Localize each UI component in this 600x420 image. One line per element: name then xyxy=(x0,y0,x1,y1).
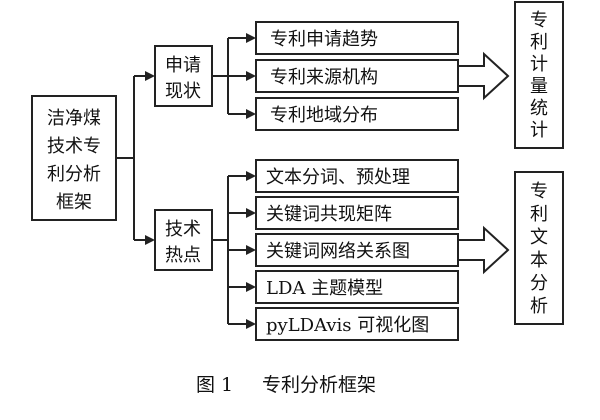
item-keyword-cooccurrence-matrix: 关键词共现矩阵 xyxy=(266,204,392,225)
root-line-3: 利分析 xyxy=(47,164,101,185)
branch-1-connectors xyxy=(212,33,256,119)
item-pyldavis-visualization: pyLDAvis 可视化图 xyxy=(266,315,429,336)
item-patent-application-trend: 专利申请趋势 xyxy=(270,29,378,50)
branch-2-connectors xyxy=(212,171,256,329)
output-1-char-5: 统 xyxy=(530,98,548,119)
output-1-char-6: 计 xyxy=(530,120,548,141)
output-2-char-5: 分 xyxy=(530,273,548,294)
arrow-to-patent-text-analysis xyxy=(457,225,510,275)
item-patent-source-institutions: 专利来源机构 xyxy=(270,67,378,88)
branch-1-line-1: 申请 xyxy=(165,55,201,76)
output-2-char-1: 专 xyxy=(530,181,548,202)
output-1-char-4: 量 xyxy=(530,76,548,97)
root-line-1: 洁净煤 xyxy=(47,108,101,129)
root-line-2: 技术专 xyxy=(47,136,101,157)
figure-title: 专利分析框架 xyxy=(262,374,376,396)
item-lda-topic-model: LDA 主题模型 xyxy=(266,278,383,299)
output-2-char-6: 析 xyxy=(530,296,548,317)
branch-node-application-status: 申请 现状 xyxy=(154,45,213,107)
output-1-char-1: 专 xyxy=(530,10,548,31)
output-1-char-3: 计 xyxy=(530,54,548,75)
output-2-char-3: 文 xyxy=(530,227,548,248)
output-2-char-4: 本 xyxy=(530,250,548,271)
root-line-4: 框架 xyxy=(56,192,92,213)
branch-2-line-2: 热点 xyxy=(165,245,201,266)
branch-1-items: 专利申请趋势 专利来源机构 专利地域分布 xyxy=(255,21,459,131)
figure-number: 图 1 xyxy=(196,374,233,396)
output-1-char-2: 利 xyxy=(530,32,548,53)
arrow-to-patent-statistics xyxy=(457,51,510,101)
item-keyword-network-graph: 关键词网络关系图 xyxy=(266,241,410,262)
branch-2-line-1: 技术 xyxy=(165,219,201,240)
output-2-char-2: 利 xyxy=(530,204,548,225)
item-text-segmentation: 文本分词、预处理 xyxy=(266,167,410,188)
figure-caption: 图 1 专利分析框架 xyxy=(196,374,376,396)
output-patent-statistics: 专 利 计 量 统 计 xyxy=(514,1,564,149)
branch-1-line-2: 现状 xyxy=(165,81,201,102)
branch-2-items: 文本分词、预处理 关键词共现矩阵 关键词网络关系图 LDA 主题模型 pyLDA… xyxy=(255,159,459,341)
output-patent-text-analysis: 专 利 文 本 分 析 xyxy=(514,171,564,325)
item-patent-regional-distribution: 专利地域分布 xyxy=(270,105,378,126)
root-connectors xyxy=(116,71,155,245)
branch-node-tech-hotspots: 技术 热点 xyxy=(154,209,213,271)
root-node: 洁净煤 技术专 利分析 框架 xyxy=(31,95,117,221)
